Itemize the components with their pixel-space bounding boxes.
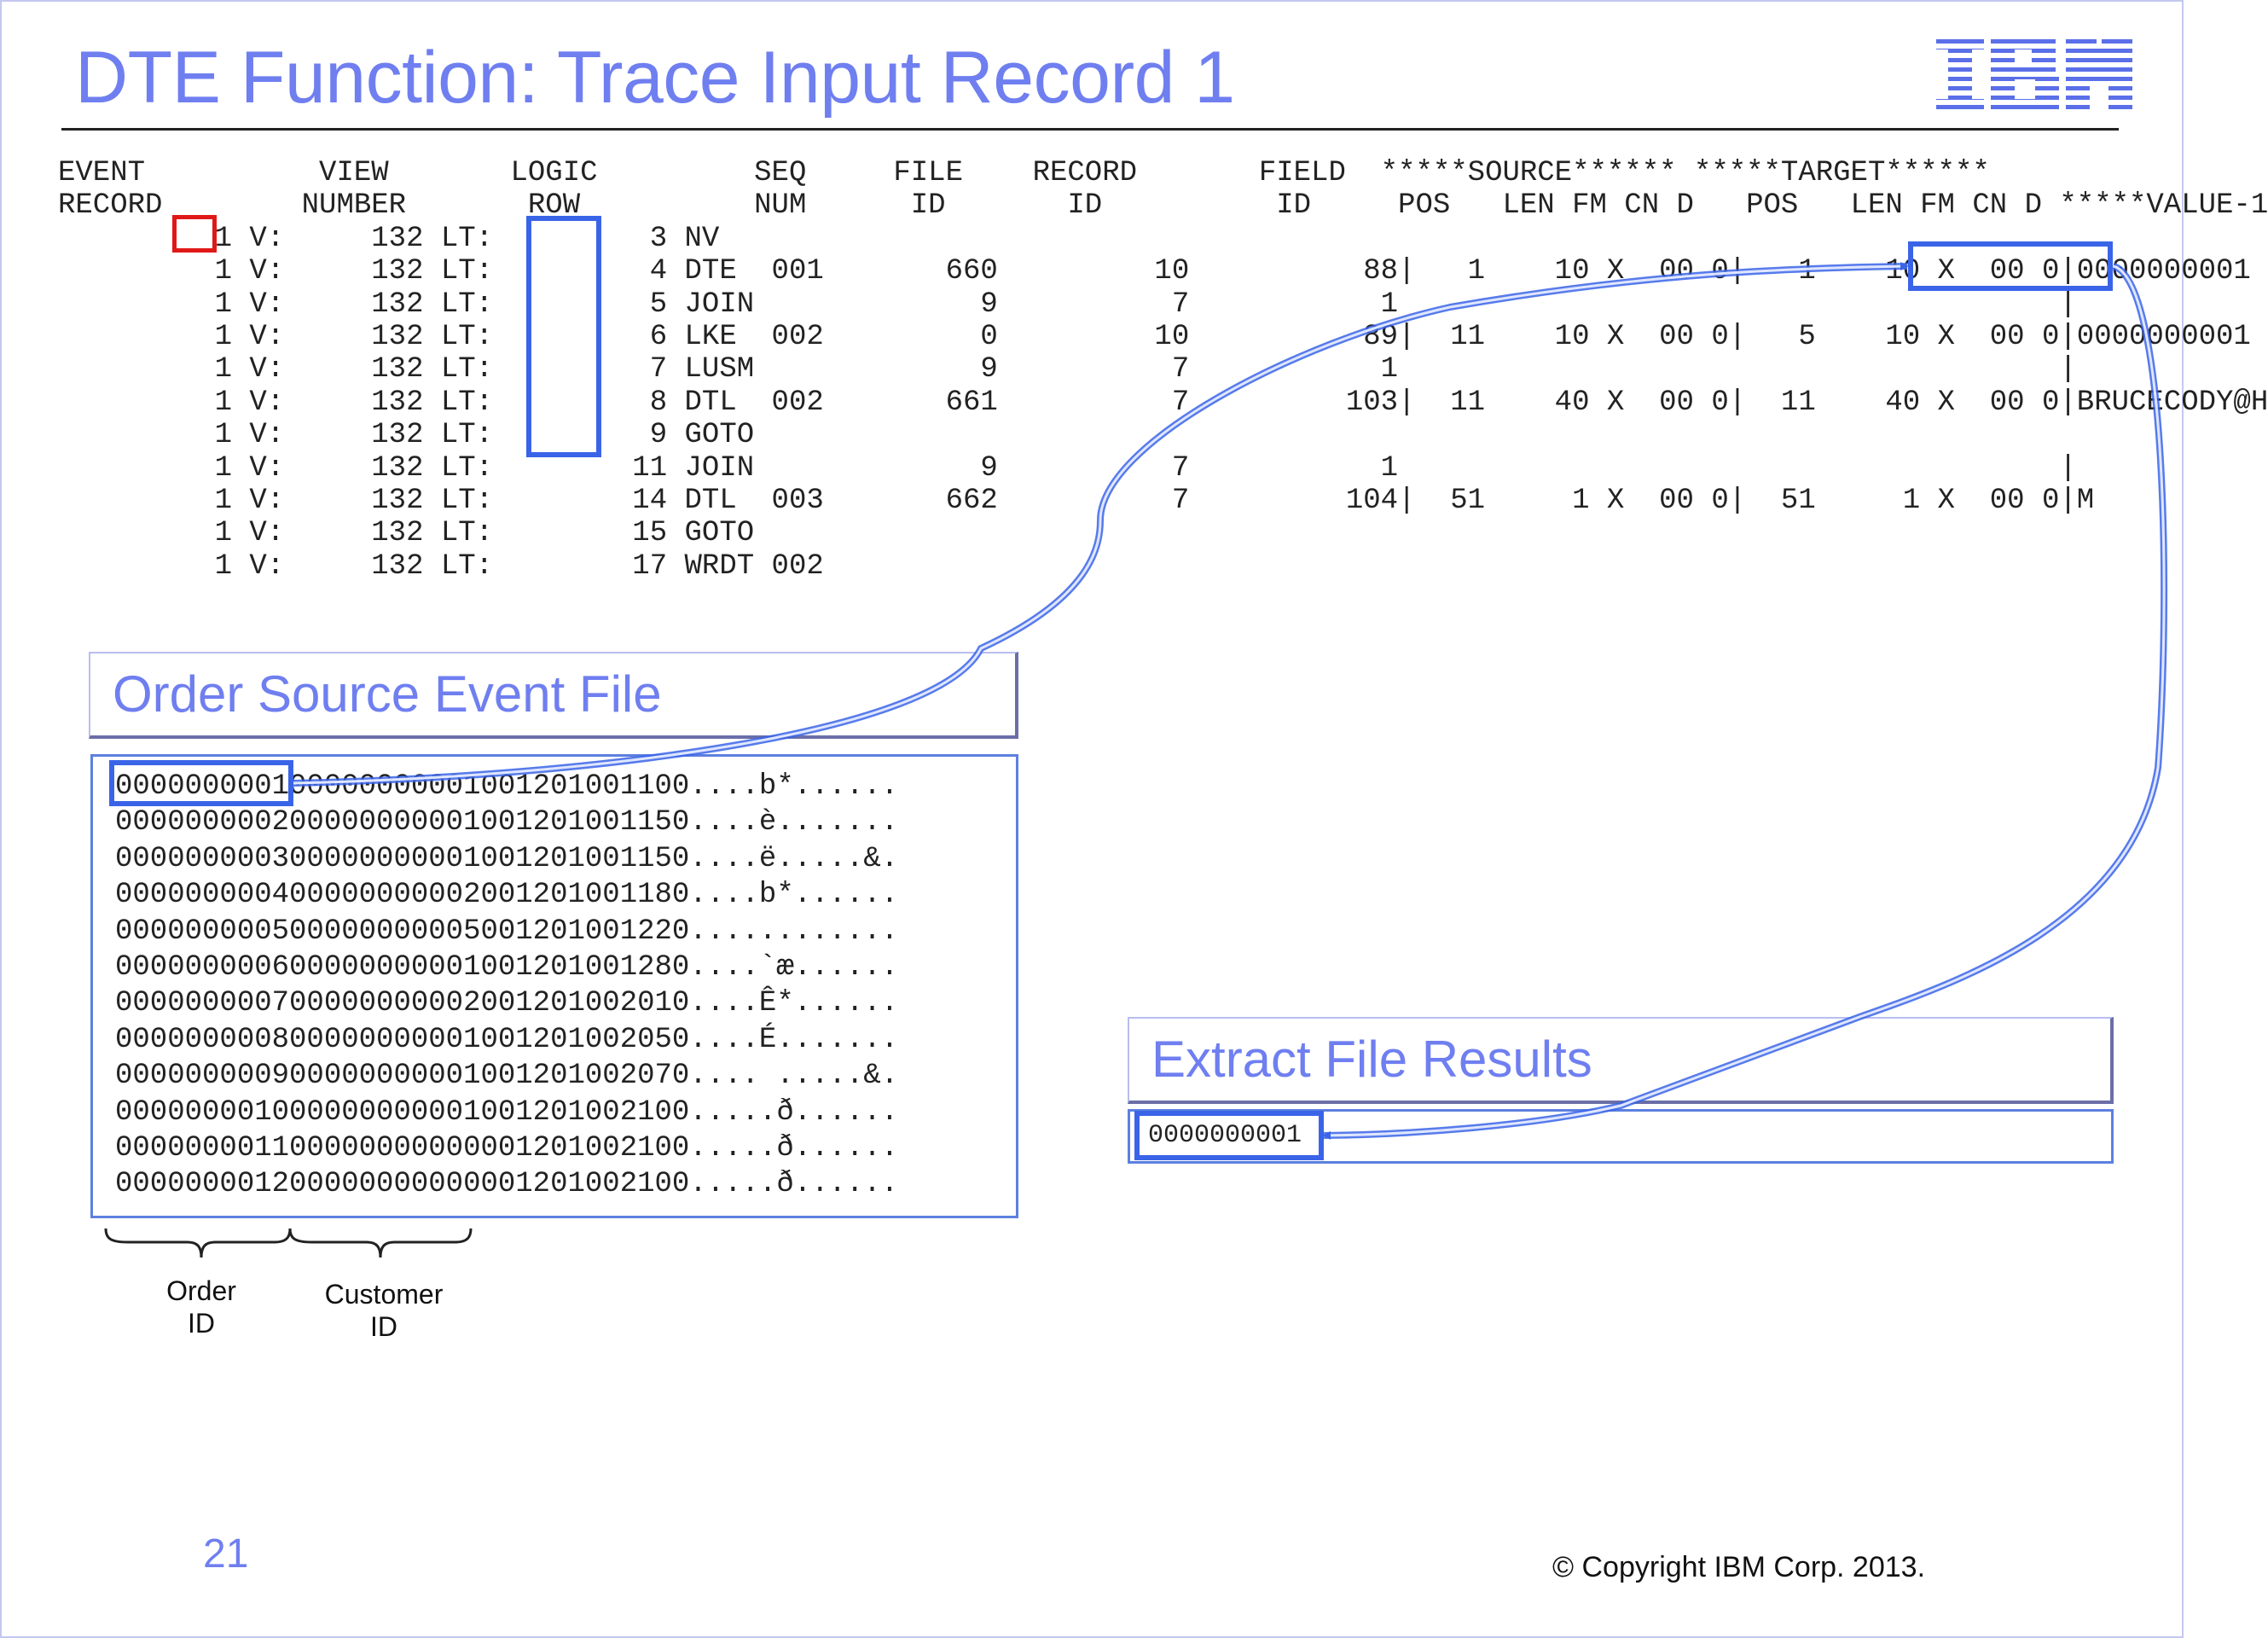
trace-row: 1 V: 132 LT: 3 NV: [58, 222, 720, 255]
trace-row: 1 V: 132 LT: 14 DTL 003 662 7 104| 51 1 …: [58, 484, 2095, 517]
customer-id-brace: [288, 1228, 473, 1258]
order-id-label: Order ID: [150, 1275, 252, 1339]
trace-row: 1 V: 132 LT: 11 JOIN 9 7 1 |: [58, 451, 2077, 485]
title-rule: [61, 128, 2119, 131]
trace-row: 1 V: 132 LT: 6 LKE 002 0 10 89| 11 10 X …: [58, 320, 2251, 353]
ibm-logo: [1936, 39, 2132, 109]
trace-row: 1 V: 132 LT: 15 GOTO: [58, 517, 755, 550]
order-id-label-text: Order ID: [166, 1275, 236, 1339]
customer-id-label: Customer ID: [307, 1278, 461, 1343]
source-data-box: 000000000100000000001001201001100....b*.…: [90, 754, 1018, 1218]
source-line: 000000000600000000001001201001280....`æ.…: [115, 951, 899, 985]
extract-data-box: [1128, 1109, 2114, 1164]
source-box-title: Order Source Event File: [89, 652, 1018, 739]
copyright: © Copyright IBM Corp. 2013.: [1552, 1551, 1926, 1583]
source-line: 000000000400000000002001201001180....b*.…: [115, 879, 899, 912]
source-line: 000000000500000000005001201001220.......…: [115, 915, 899, 948]
trace-header-line: EVENT VIEW LOGIC SEQ FILE RECORD FIELD *…: [58, 157, 1990, 189]
source-line: 000000000300000000001001201001150....ë..…: [115, 842, 899, 875]
logic-row-highlight: [526, 216, 601, 457]
trace-row: 1 V: 132 LT: 17 WRDT 002: [58, 549, 824, 583]
page-number: 21: [203, 1531, 249, 1577]
source-line: 000000001100000000000001201002100.....ð.…: [115, 1132, 899, 1165]
slide-title: DTE Function: Trace Input Record 1: [75, 37, 1235, 119]
slide-frame: [0, 0, 2184, 1638]
source-line: 000000001000000000001001201002100.....ð.…: [115, 1095, 899, 1129]
customer-id-label-text: Customer ID: [324, 1279, 444, 1342]
trace-listing: EVENT VIEW LOGIC SEQ FILE RECORD FIELD *…: [58, 157, 2268, 583]
source-line: 000000000200000000001001201001150....è..…: [115, 806, 899, 839]
source-line: 000000001200000000000001201002100.....ð.…: [115, 1168, 899, 1201]
extract-value: 0000000001: [1134, 1111, 1324, 1160]
extract-box-title: Extract File Results: [1128, 1017, 2114, 1104]
connector-arrows: [104, 262, 2168, 1258]
trace-row: 1 V: 132 LT: 5 JOIN 9 7 1 |: [58, 288, 2077, 321]
source-line: 000000000700000000002001201002010....Ê*.…: [115, 987, 899, 1020]
arrow-source-to-value: [293, 262, 1909, 787]
arrow-value-to-extract: [1322, 263, 2168, 1140]
source-line: 000000000800000000001001201002050....É..…: [115, 1023, 899, 1056]
source-order-id-highlight: [109, 760, 293, 806]
trace-row: 1 V: 132 LT: 7 LUSM 9 7 1 |: [58, 353, 2077, 386]
source-line: 000000000900000000001001201002070.... ..…: [115, 1060, 899, 1093]
value-highlight: [1908, 241, 2113, 291]
trace-row: 1 V: 132 LT: 9 GOTO: [58, 419, 755, 452]
trace-row: 1 V: 132 LT: 8 DTL 002 661 7 103| 11 40 …: [58, 386, 2268, 419]
order-id-brace: [104, 1228, 292, 1258]
trace-row: 1 V: 132 LT: 4 DTE 001 660 10 88| 1 10 X…: [58, 255, 2251, 288]
event-record-highlight: [172, 215, 217, 253]
